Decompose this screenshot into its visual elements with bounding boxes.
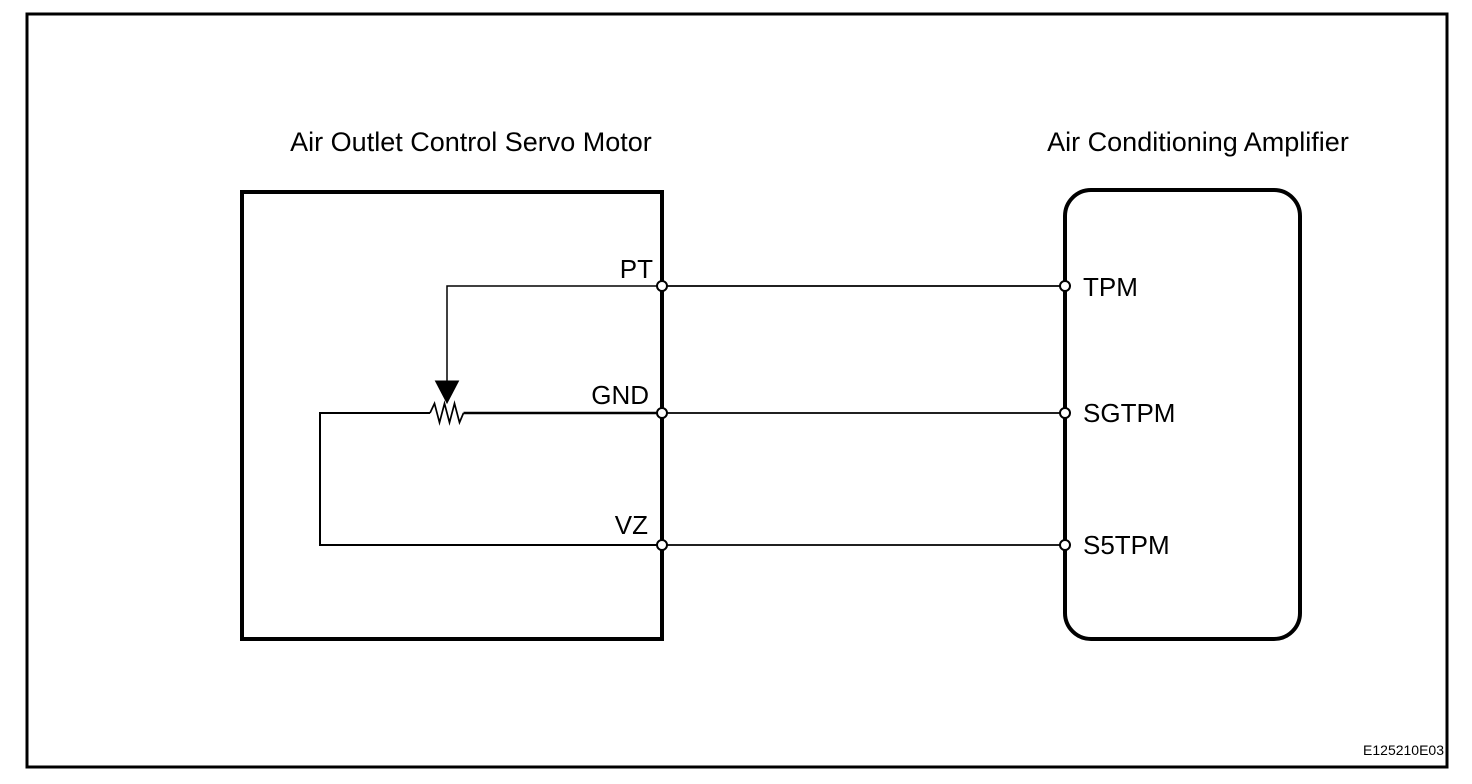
amplifier-title: Air Conditioning Amplifier (1047, 127, 1349, 157)
pin-label-pt: PT (620, 254, 653, 284)
harness-wires (662, 285, 1065, 546)
pin-label-gnd: GND (591, 380, 649, 410)
terminal-pt (656, 280, 668, 292)
terminal-sgtpm (1059, 407, 1071, 419)
terminal-gnd (656, 407, 668, 419)
potentiometer-symbol (319, 285, 662, 546)
terminal-tpm (1059, 280, 1071, 292)
terminal-s5tpm (1059, 539, 1071, 551)
terminal-vz (656, 539, 668, 551)
resistor-zigzag-icon (429, 400, 465, 426)
pin-label-sgtpm: SGTPM (1083, 398, 1175, 428)
wiper-arrow-icon (434, 380, 460, 405)
pin-label-vz: VZ (615, 510, 648, 540)
servo-motor-title: Air Outlet Control Servo Motor (290, 127, 652, 157)
terminals (656, 280, 1071, 551)
page-border (25, 12, 1449, 769)
wiper-wire (446, 285, 662, 381)
figure-code: E125210E03 (1363, 742, 1444, 758)
pin-label-tpm: TPM (1083, 272, 1138, 302)
pin-label-s5tpm: S5TPM (1083, 530, 1170, 560)
resistor-to-vz-loop-wire (319, 412, 662, 546)
